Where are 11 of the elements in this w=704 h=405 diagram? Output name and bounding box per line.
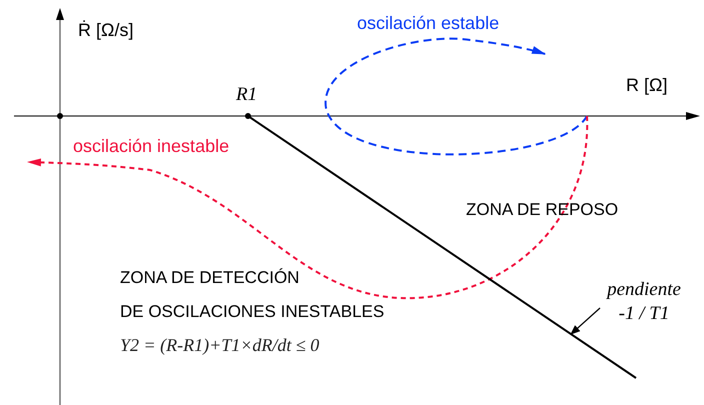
trajectory-label: oscilación inestable (73, 136, 230, 157)
leader-line (570, 308, 600, 335)
zone-label: ZONA DE DETECCIÓN (120, 268, 300, 288)
formula: Y2 = (R-R1)+T1×dR/dt ≤ 0 (120, 335, 320, 356)
zone-label: ZONA DE REPOSO (466, 200, 618, 220)
axis-label: Ṙ [Ω/s] (78, 20, 134, 41)
point-label: R1 (236, 84, 258, 106)
axis-label: R [Ω] (626, 75, 668, 96)
trajectory-label: oscilación estable (357, 13, 500, 34)
zone-label: DE OSCILACIONES INESTABLES (120, 302, 384, 322)
slope-label: pendiente -1 / T1 (602, 278, 686, 326)
